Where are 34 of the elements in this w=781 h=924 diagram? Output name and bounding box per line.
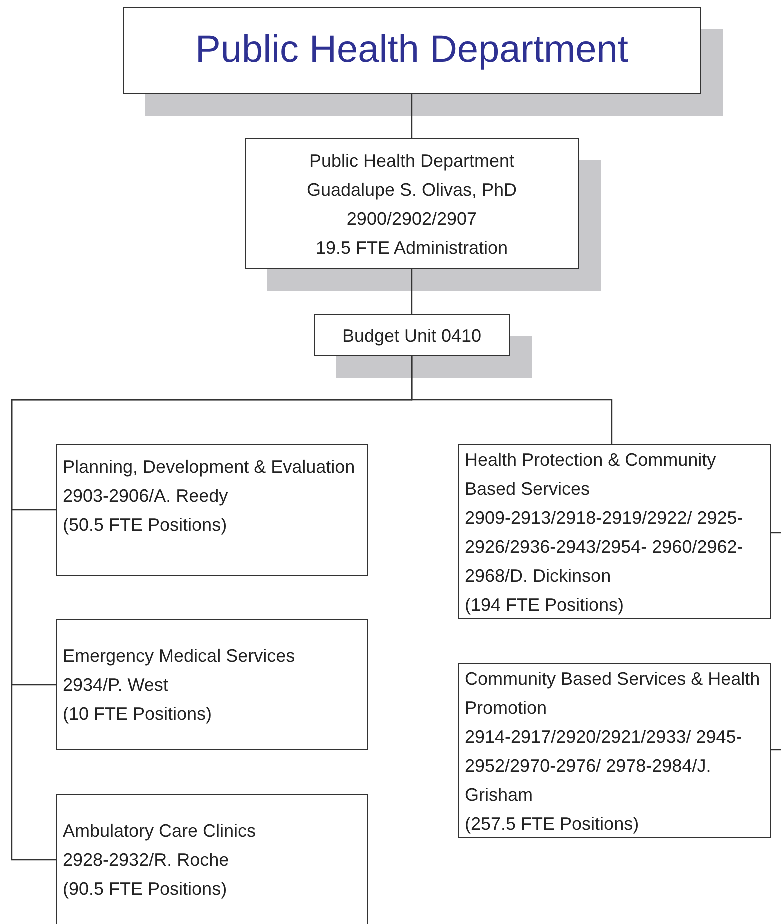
box-text: (10 FTE Positions) [63, 703, 212, 726]
box-text: 2914-2917/2920/2921/2933/ 2945-2952/2970-2976/ 2978-2984/J. Grisham [465, 726, 744, 807]
box-text: 2909-2913/2918-2919/2922/ 2925-2926/2936-2943/2954- 2960/2962-2968/D. Dickinson [465, 507, 744, 588]
box-text: (50.5 FTE Positions) [63, 514, 228, 537]
title-text: Public Health Department [196, 28, 628, 73]
box-text: Public Health Department [309, 150, 515, 173]
org-box [56, 619, 368, 750]
org-box [458, 444, 771, 619]
box-text: (90.5 FTE Positions) [63, 878, 228, 901]
box-text: 2934/P. West [63, 674, 168, 697]
box-text: Planning, Development & Evaluation [63, 456, 356, 479]
org-box [56, 794, 368, 924]
box-text: (194 FTE Positions) [465, 594, 624, 617]
box-text: Guadalupe S. Olivas, PhD [306, 179, 518, 202]
box-text: 2903-2906/A. Reedy [63, 485, 228, 508]
connector-line [411, 356, 613, 444]
org-box [314, 314, 510, 356]
connector-line [771, 749, 781, 751]
box-text: Health Protection & Community Based Services [465, 449, 718, 501]
connector-line [411, 94, 413, 138]
box-text: Ambulatory Care Clinics [63, 820, 256, 843]
box-text: 19.5 FTE Administration [316, 237, 508, 260]
org-box [458, 663, 771, 838]
org-box [245, 138, 579, 269]
box-text: 2928-2932/R. Roche [63, 849, 230, 872]
connector-line [411, 269, 413, 314]
org-box [123, 7, 701, 94]
connector-line [771, 532, 781, 534]
box-text: Community Based Services & Health Promotion [465, 668, 762, 720]
org-box [56, 444, 368, 576]
box-text: 2900/2902/2907 [346, 208, 478, 231]
box-text: Emergency Medical Services [63, 645, 296, 668]
box-text: (257.5 FTE Positions) [465, 813, 640, 836]
box-text: Budget Unit 0410 [342, 325, 482, 348]
